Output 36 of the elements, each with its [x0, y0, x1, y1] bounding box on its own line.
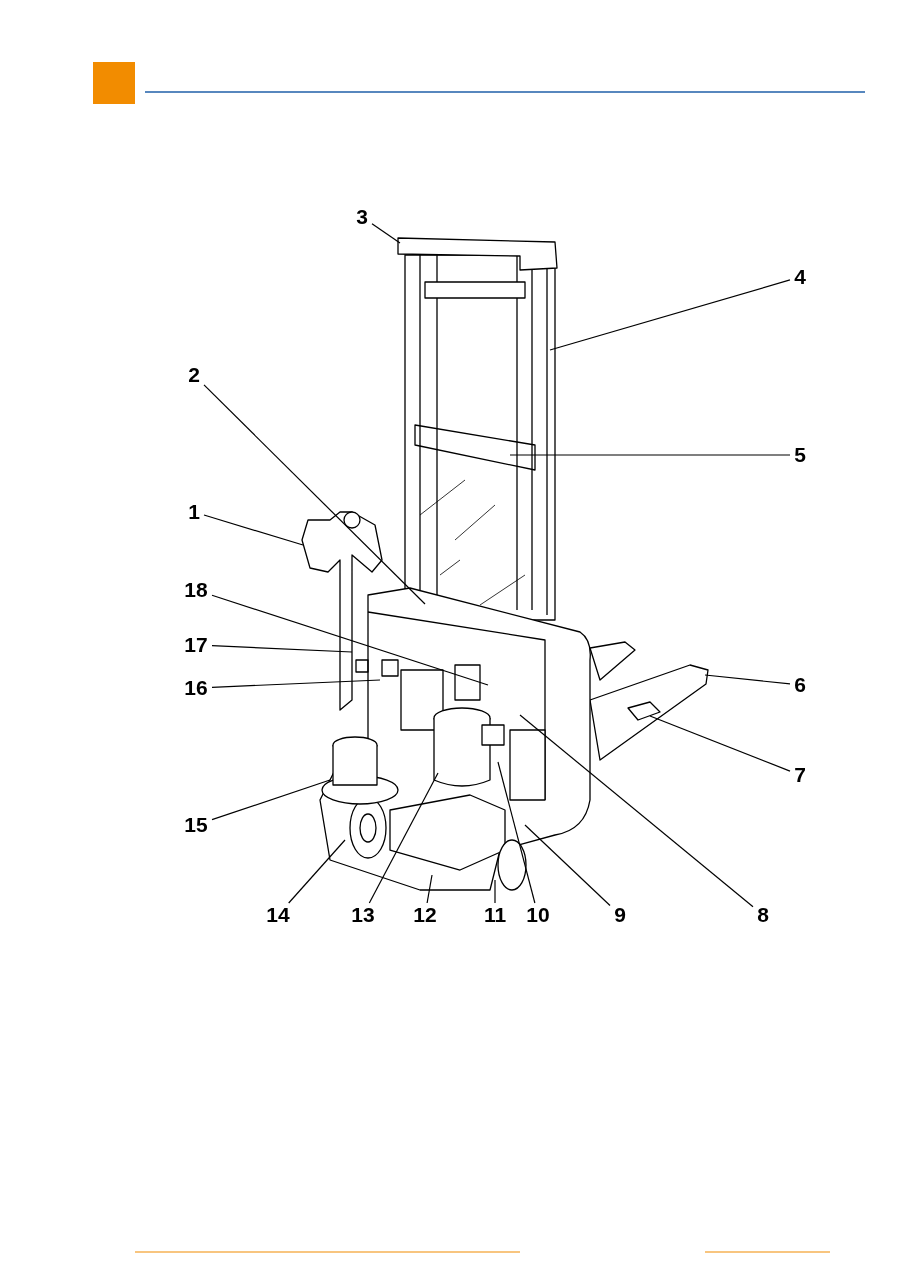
leader-line [203, 514, 304, 546]
callout-number: 1 [186, 500, 202, 524]
callout-number: 16 [182, 676, 210, 700]
callout-number: 2 [186, 363, 202, 387]
callout-number: 4 [792, 265, 808, 289]
callout-number: 9 [612, 903, 628, 927]
leader-line [426, 874, 433, 904]
leader-line [211, 679, 381, 688]
callout-number: 14 [264, 903, 292, 927]
callout-number: 18 [182, 578, 210, 602]
leader-line [203, 384, 426, 605]
callout-number: 17 [182, 633, 210, 657]
leader-line [368, 772, 439, 904]
leader-line [524, 824, 611, 907]
leader-line [704, 674, 791, 685]
leader-line [371, 223, 401, 244]
callout-number: 11 [481, 903, 509, 927]
callout-number: 15 [182, 813, 210, 837]
leader-line [211, 645, 353, 653]
leader-line [649, 715, 791, 772]
leader-line [509, 454, 791, 456]
leader-line [549, 279, 791, 351]
leader-line [288, 839, 346, 904]
callout-number: 6 [792, 673, 808, 697]
callout-number: 10 [524, 903, 552, 927]
callout-number: 12 [411, 903, 439, 927]
callout-number: 8 [755, 903, 771, 927]
leader-line [211, 779, 331, 821]
callout-number: 7 [792, 763, 808, 787]
callout-number: 3 [354, 205, 370, 229]
callout-number: 13 [349, 903, 377, 927]
leader-line [211, 594, 489, 686]
leader-line [494, 879, 496, 904]
leader-line [497, 761, 536, 904]
callout-number: 5 [792, 443, 808, 467]
leader-line [519, 714, 754, 908]
